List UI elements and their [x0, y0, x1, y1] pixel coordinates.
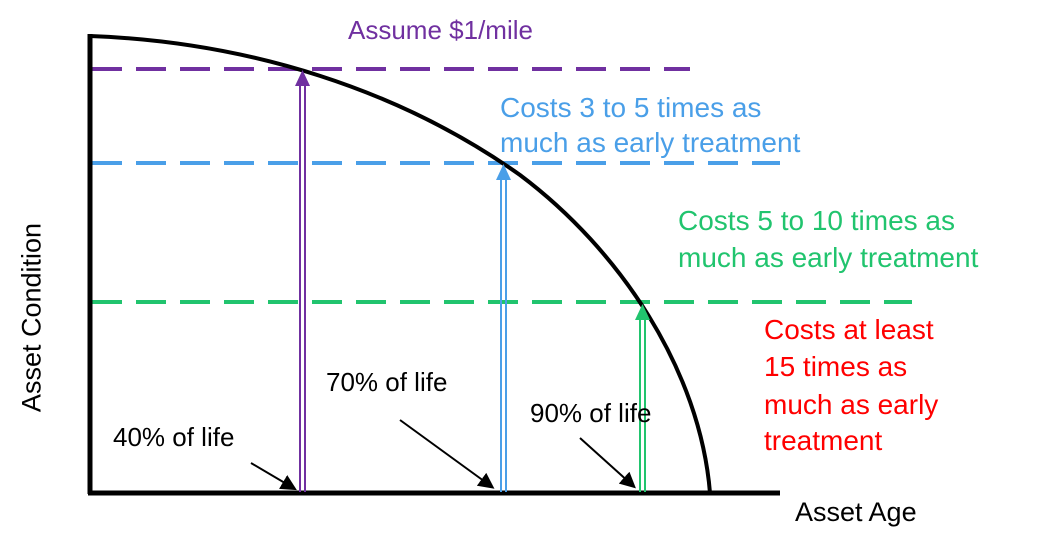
pointer-40 — [250, 462, 297, 491]
deterioration-curve — [89, 34, 712, 494]
x-axis-label: Asset Age — [795, 497, 917, 527]
life-label-90: 90% of life — [530, 398, 652, 428]
red-note-line3: much as early — [764, 389, 939, 420]
blue-level-label-line1: Costs 3 to 5 times as — [500, 92, 762, 123]
green-level-label-line1: Costs 5 to 10 times as — [678, 205, 956, 236]
green-level-label-line2: much as early treatment — [678, 242, 979, 273]
blue-arrow — [496, 164, 511, 492]
red-note-line2: 15 times as — [764, 351, 908, 382]
pointer-90 — [579, 437, 636, 489]
blue-level-label-line2: much as early treatment — [500, 127, 801, 158]
green-arrow — [635, 304, 650, 492]
life-label-40: 40% of life — [113, 422, 235, 452]
red-note-line1: Costs at least — [764, 314, 934, 345]
purple-arrow — [295, 70, 310, 492]
life-label-70: 70% of life — [326, 367, 448, 397]
red-note-line4: treatment — [764, 425, 883, 456]
y-axis-label: Asset Condition — [16, 222, 47, 413]
pointer-70 — [399, 419, 495, 489]
purple-level-label: Assume $1/mile — [348, 15, 533, 45]
